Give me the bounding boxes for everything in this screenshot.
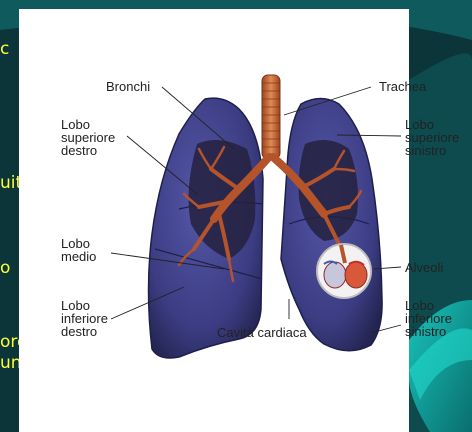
lung-illustration <box>19 9 472 432</box>
alveoli-magnifier <box>317 244 371 298</box>
slide-text-fragment: c <box>0 40 9 58</box>
label-alveoli: Alveoli <box>405 261 443 274</box>
slide-text-fragment: o <box>0 259 10 277</box>
trachea <box>262 75 280 159</box>
label-bronchi: Bronchi <box>106 80 150 93</box>
label-cavita-cardiaca: Cavità cardiaca <box>217 326 307 339</box>
label-trachea: Trachea <box>379 80 426 93</box>
